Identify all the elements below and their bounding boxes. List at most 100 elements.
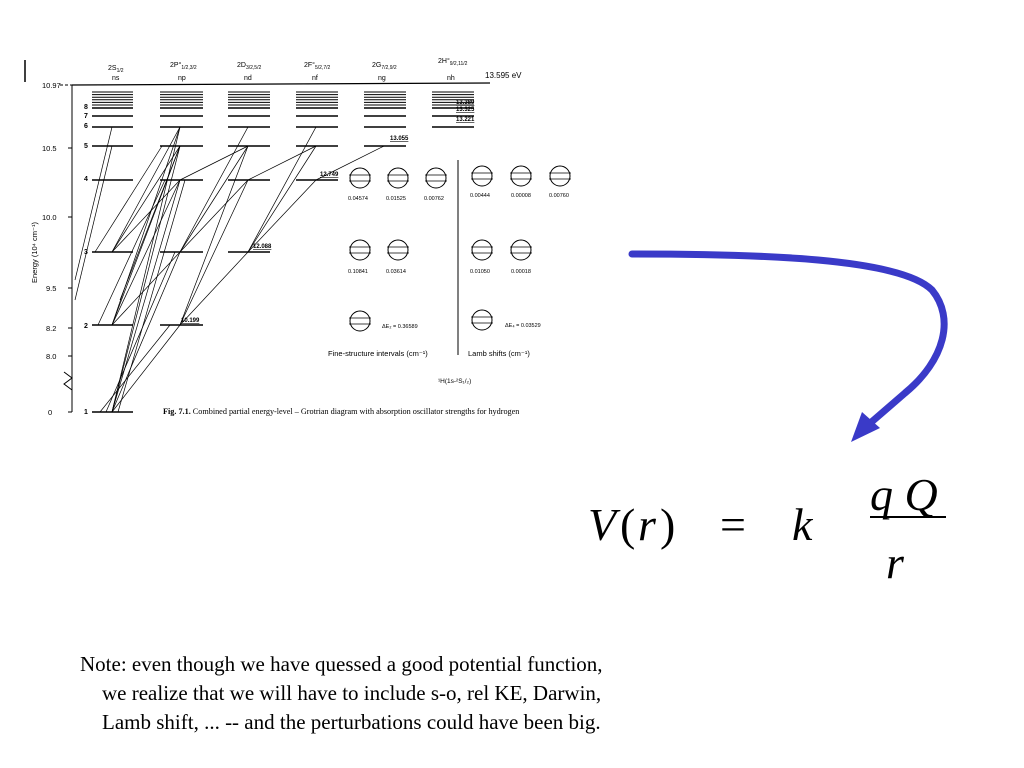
formula-r: r [638,499,656,550]
lamb-bottom: ΔE₄ = 0.03529 [505,323,541,329]
energy-12.749: 12.749 [320,172,339,178]
level-numbers: 1 2 3 4 5 6 7 8 [84,104,88,416]
inset-circle [387,167,409,189]
inset-circle [471,165,493,187]
figure-caption: Fig. 7.1. Combined partial energy-level … [163,407,519,416]
col-term-np: 2P°1/2,3/2 [170,61,197,71]
fs-bottom: ΔE₂ = 0.36589 [382,324,418,330]
tick-10.0: 10.0 [42,213,57,222]
level-num-4: 4 [84,176,88,183]
transition-line [111,145,181,413]
figure-caption-text: Combined partial energy-level – Grotrian… [191,407,520,416]
transition-line [111,251,181,413]
formula-open-paren: ( [620,499,636,550]
inset-circle [510,239,532,261]
level-num-1: 1 [84,409,88,416]
transition-line [247,145,317,181]
tick-8.0: 8.0 [46,352,56,361]
energy-13.221: 13.221 [456,117,475,123]
transition-line [111,126,181,253]
potential-formula: V ( r ) = k q Q r [560,460,980,600]
col-term-nh: 2H°9/2,11/2 [438,57,468,67]
lamb-value-1: 0.00444 [470,193,490,199]
tick-10.97: 10.97 [42,81,61,90]
formula-denominator: r [886,537,904,588]
transition-line [179,126,249,253]
transition-line [247,126,317,253]
level-num-6: 6 [84,123,88,130]
fs-value-2: 0.01525 [386,196,406,202]
col-label-nh: nh [447,75,455,82]
tick-9.5: 9.5 [46,284,56,293]
transition-line [111,179,181,253]
fraction-bar [870,516,946,518]
formula-numerator: q Q [870,469,938,520]
transition-line [117,179,186,413]
formula-equals: = [720,499,746,550]
level-num-5: 5 [84,143,88,150]
col-label-ng: ng [378,75,386,82]
note-line-2: we realize that we will have to include … [102,681,602,705]
inset-circle [471,239,493,261]
inset-circle [349,167,371,189]
formula-close-paren: ) [660,499,676,550]
ionization-limit-line [71,82,491,86]
transition-line [74,126,113,281]
level-num-8: 8 [84,104,88,111]
level-num-2: 2 [84,323,88,330]
transition-line [247,145,317,253]
transition-line [111,251,181,326]
ground-state-note: ¹H(1s-²S₁/₂) [438,378,471,385]
transition-line [97,179,166,326]
lamb-value-2: 0.00008 [511,193,531,199]
transition-line [315,145,385,181]
transition-line [179,145,249,253]
inset-circle [387,239,409,261]
lamb-caption: Lamb shifts (cm⁻¹) [468,349,530,358]
energy-tick-labels: 10.97 10.5 10.0 9.5 8.2 8.0 0 Energy (10… [30,81,61,417]
inset-captions: Fine-structure intervals (cm⁻¹) Lamb shi… [328,349,530,385]
energy-13.389: 13.389 [456,100,475,106]
transition-line [179,251,249,326]
fs-value-5: 0.03614 [386,269,406,275]
col-term-ng: 2G7/2,9/2 [372,62,397,71]
transition-line [179,179,249,326]
transition-line [111,145,181,253]
inset-values: 0.04574 0.01525 0.00762 0.10841 0.03614 … [348,193,569,330]
transition-line [99,324,171,413]
tick-0: 0 [48,408,52,417]
energy-13.055: 13.055 [390,136,409,142]
energy-12.088: 12.088 [253,244,272,250]
inset-circle [349,310,371,332]
level-num-3: 3 [84,249,88,256]
inset-circles [349,165,571,332]
transition-line [247,179,317,253]
grotrian-diagram: 2S1/2 ns 2P°1/2,3/2 np 2D3/2,5/2 nd 2F°5… [24,57,571,417]
note-line-1: Note: even though we have quessed a good… [80,652,603,676]
inset-circle [549,165,571,187]
transition-line [179,145,249,181]
fs-value-4: 0.10841 [348,269,368,275]
inset-circle [349,239,371,261]
col-term-nd: 2D3/2,5/2 [237,62,261,71]
lamb-value-4: 0.01050 [470,269,490,275]
transition-line [119,145,181,301]
arrow-curve [628,250,948,429]
arrow-head [851,412,880,442]
tick-8.2: 8.2 [46,324,56,333]
col-label-nf: nf [312,75,318,82]
energy-levels [92,91,474,413]
energy-labels: 13.055 12.749 12.088 10.199 13.221 13.32… [181,100,475,324]
energy-13.325: 13.325 [456,107,475,113]
lamb-value-3: 0.00760 [549,193,569,199]
transition-line [111,179,181,326]
ionization-energy: 13.595 eV [485,71,522,80]
axis-break [63,371,73,391]
transition-line [105,251,176,413]
fine-structure-caption: Fine-structure intervals (cm⁻¹) [328,349,428,358]
col-label-np: np [178,75,186,82]
level-num-7: 7 [84,113,88,120]
energy-axis-label: Energy (10⁴ cm⁻¹) [30,222,39,283]
inset-circle [510,165,532,187]
